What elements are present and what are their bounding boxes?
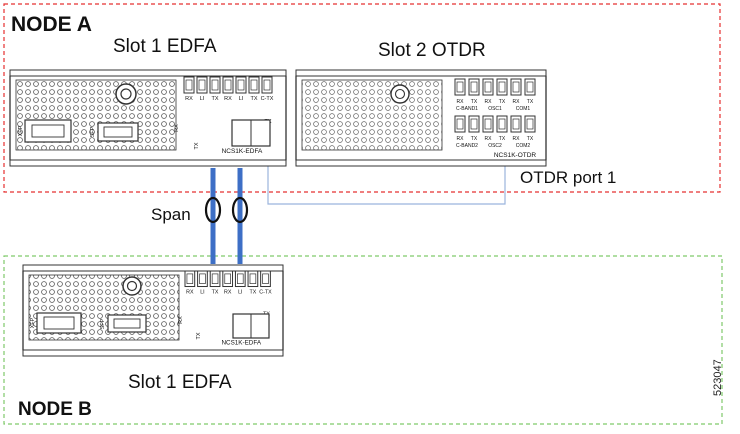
otdr-port-inner bbox=[512, 81, 520, 93]
group-label-text: OSC1 bbox=[488, 106, 502, 112]
port-label-text: TX bbox=[471, 136, 478, 142]
port-label-text: TX bbox=[212, 289, 219, 295]
otdr-link-fiber bbox=[267, 146, 506, 205]
port-label-text: RX bbox=[485, 136, 493, 142]
group-label-text: COM2 bbox=[516, 143, 531, 149]
otdr-port-inner bbox=[512, 118, 520, 130]
lc-port-inner bbox=[250, 79, 258, 91]
lc-port-inner bbox=[211, 79, 219, 91]
figure-id: 523047 bbox=[712, 359, 724, 396]
otdr-port-inner bbox=[526, 118, 534, 130]
port-label-text: RX bbox=[224, 289, 232, 295]
card-model-text: NCS1K-EDFA bbox=[222, 148, 263, 155]
otdr-port-inner bbox=[498, 81, 506, 93]
group-label-text: C-BAND1 bbox=[456, 106, 478, 112]
port-label-text: TX bbox=[471, 99, 478, 105]
card-model-text: NCS1K-OTDR bbox=[494, 152, 537, 159]
port-label-text: RX bbox=[224, 96, 232, 102]
port-label-text: RX bbox=[457, 136, 465, 142]
otdr-port-inner bbox=[498, 118, 506, 130]
node-a-slot1-label: Slot 1 EDFA bbox=[113, 36, 217, 57]
sub-port-label: RX bbox=[178, 316, 184, 324]
lc-port-inner bbox=[211, 273, 219, 284]
sub-port-label: TX bbox=[194, 142, 200, 149]
port-label-text: LI bbox=[200, 96, 205, 102]
node-a-boundary bbox=[3, 3, 721, 193]
sub-port-label: XFP bbox=[18, 125, 24, 136]
edfa-lc-port-group: RXLITXRXLITXC-TXNCS1K-EDFAOSCTXXFPSFPRXT… bbox=[18, 76, 274, 155]
sub-port-label: TX bbox=[196, 332, 202, 339]
node-b-slot1-label: Slot 1 EDFA bbox=[128, 372, 232, 393]
group-label-text: C-BAND2 bbox=[456, 143, 478, 149]
port-label-text: RX bbox=[513, 99, 521, 105]
port-label-text: TX bbox=[249, 289, 256, 295]
span-fibers bbox=[204, 168, 249, 264]
port-label-text: LI bbox=[239, 96, 244, 102]
node-b-boundary bbox=[3, 255, 723, 425]
otdr-port-inner bbox=[484, 118, 492, 130]
node-b-edfa-card: RXLITXRXLITXC-TXNCS1K-EDFAOSCTXXFPSFPRXT… bbox=[22, 264, 284, 357]
port-label-text: RX bbox=[185, 96, 193, 102]
sub-port-label: SFP bbox=[100, 318, 106, 329]
port-label-text: TX bbox=[499, 99, 506, 105]
card-model-text: NCS1K-EDFA bbox=[221, 340, 261, 347]
otdr-port-inner bbox=[456, 81, 464, 93]
sub-port-label: SFP bbox=[90, 126, 96, 137]
otdr-port-inner bbox=[456, 118, 464, 130]
port-label-text: TX bbox=[527, 136, 534, 142]
node-a-edfa-card: RXLITXRXLITXC-TXNCS1K-EDFAOSCTXXFPSFPRXT… bbox=[9, 69, 287, 167]
fiber-coil-icon bbox=[204, 196, 222, 224]
port-label-text: LI bbox=[238, 289, 242, 295]
node-a-label: NODE A bbox=[11, 13, 92, 36]
group-label-text: OSC2 bbox=[488, 143, 502, 149]
port-label-text: LI bbox=[200, 289, 204, 295]
port-label-text: TX bbox=[499, 136, 506, 142]
port-label-text: C-TX bbox=[259, 289, 272, 295]
sub-port-label: RX bbox=[174, 124, 180, 132]
otdr-port-label: OTDR port 1 bbox=[520, 168, 617, 187]
port-label-text: RX bbox=[457, 99, 465, 105]
span-label: Span bbox=[151, 205, 191, 224]
lc-port-inner bbox=[224, 273, 231, 284]
lc-port-inner bbox=[199, 273, 206, 284]
fiber-coil-icon bbox=[231, 196, 249, 224]
group-label-text: COM1 bbox=[516, 106, 531, 112]
otdr-port-inner bbox=[470, 118, 478, 130]
node-b-label: NODE B bbox=[18, 399, 92, 420]
lc-port-inner bbox=[198, 79, 206, 91]
lc-port-inner bbox=[185, 79, 193, 91]
port-label-text: RX bbox=[186, 289, 194, 295]
sub-port-label: XFP bbox=[30, 317, 36, 328]
lc-port-inner bbox=[237, 273, 244, 284]
port-label-text: C-TX bbox=[261, 96, 274, 102]
lc-port-inner bbox=[262, 273, 269, 284]
port-label-text: TX bbox=[250, 96, 257, 102]
port-label-text: RX bbox=[513, 136, 521, 142]
otdr-port-inner bbox=[484, 81, 492, 93]
lc-port-inner bbox=[263, 79, 271, 91]
port-label-text: TX bbox=[527, 99, 534, 105]
lc-port-inner bbox=[224, 79, 232, 91]
otdr-port-inner bbox=[470, 81, 478, 93]
otdr-port-inner bbox=[526, 81, 534, 93]
lc-port-inner bbox=[249, 273, 257, 284]
lc-port-inner bbox=[237, 79, 245, 91]
port-label-text: RX bbox=[485, 99, 493, 105]
node-a-slot2-label: Slot 2 OTDR bbox=[378, 40, 486, 61]
lc-port-inner bbox=[186, 273, 194, 284]
port-label-text: TX bbox=[211, 96, 218, 102]
